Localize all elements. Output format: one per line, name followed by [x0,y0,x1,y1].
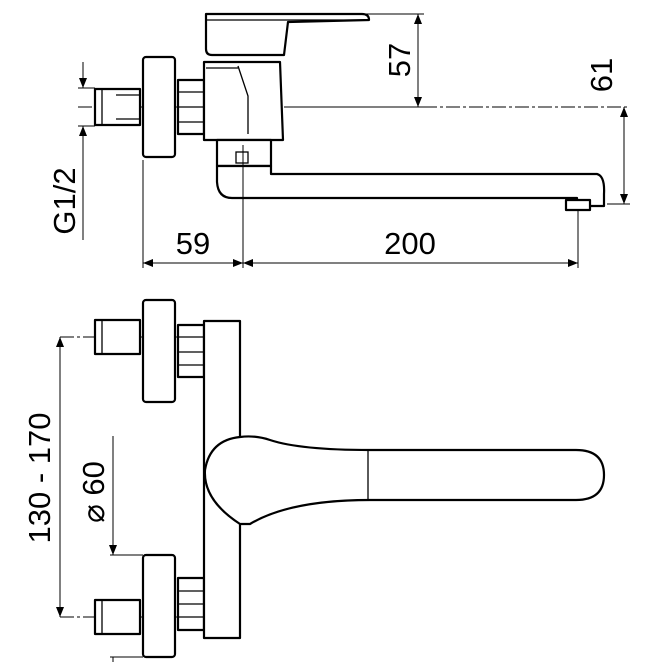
dim-connection-spacing: 130 - 170 [22,413,57,544]
dim-wall-to-axis: 59 [176,226,210,261]
dim-spout-reach: 200 [384,226,436,261]
dim-thread: G1/2 [47,167,82,234]
side-mixer-body [202,60,285,142]
dim-spout-height: 61 [584,58,619,92]
side-spout-base [215,138,273,168]
side-aerator [564,198,592,212]
side-wall-flange [141,55,177,159]
lower-wall-flange [141,553,177,659]
front-view: ⌀ 60 130 - 170 [22,298,606,662]
upper-wall-flange [141,298,177,404]
side-view: 57 61 G1/2 59 200 [47,12,630,268]
front-lever [203,435,606,526]
side-spout [215,164,606,208]
dim-flange-diameter: ⌀ 60 [76,461,111,523]
upper-union-nut [176,323,206,379]
dim-lever-height: 57 [382,43,417,77]
